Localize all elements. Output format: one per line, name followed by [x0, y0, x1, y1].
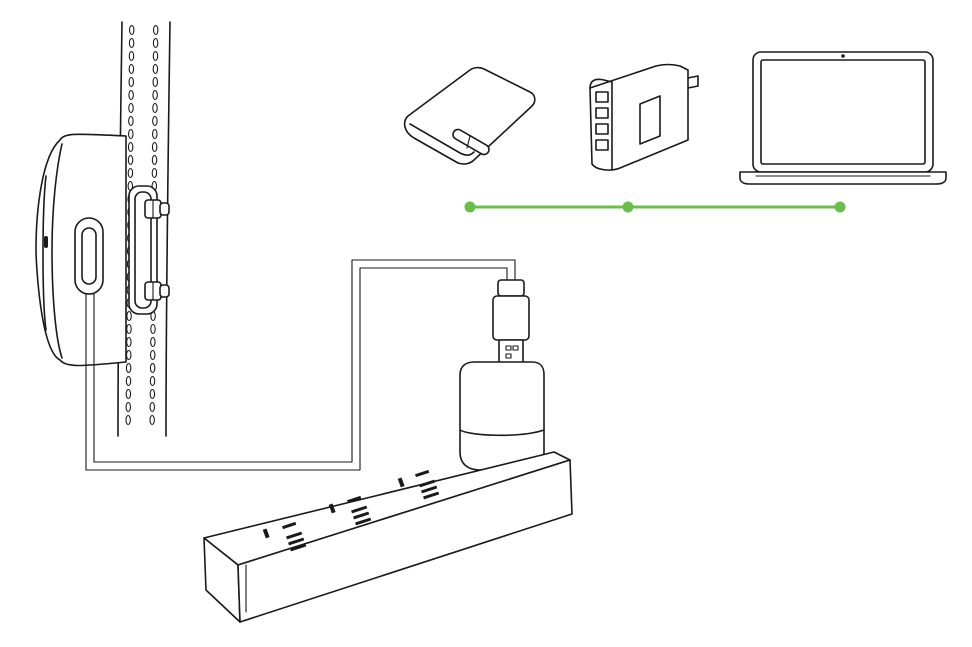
strap-stitch: [127, 141, 134, 153]
strap-stitch: [125, 362, 132, 374]
power-strip-icon: [203, 451, 573, 623]
strap-stitch: [149, 362, 156, 374]
strap-stitch: [150, 336, 156, 348]
strap-stitch: [126, 310, 132, 322]
strap-stitch: [152, 102, 158, 114]
strap-stitch: [128, 37, 135, 49]
connector-node: [622, 201, 634, 213]
strap-stitch: [150, 323, 156, 335]
strap-stitch: [125, 349, 132, 361]
strap-stitch: [125, 414, 131, 426]
alternatives-connector: [464, 201, 846, 213]
strap-stitch: [126, 336, 132, 348]
strap-stitch: [127, 167, 134, 179]
strap-stitch: [126, 323, 132, 335]
connector-node: [464, 201, 476, 213]
charging-cable: [85, 259, 516, 471]
strap-stitch: [149, 388, 156, 400]
usb-multi-port-wall-adapter-icon: [589, 63, 699, 171]
strap-stitch: [128, 24, 135, 36]
strap-stitch: [125, 388, 132, 400]
strap-stitch: [152, 115, 158, 127]
laptop-icon: [739, 51, 947, 185]
connector-node: [834, 201, 846, 213]
strap-stitch: [127, 154, 134, 166]
strap-stitch: [149, 375, 156, 387]
strap-stitch: [149, 414, 155, 426]
wearable-device-on-strap-icon: [35, 133, 170, 367]
strap-stitch: [152, 37, 159, 49]
strap-stitch: [128, 115, 134, 127]
strap-stitch: [128, 50, 135, 62]
strap-stitch: [125, 375, 132, 387]
strap-stitch: [152, 89, 158, 101]
strap-stitch: [125, 401, 132, 413]
strap-stitch: [128, 102, 134, 114]
strap-stitch: [151, 154, 158, 166]
strap-stitch: [152, 63, 159, 75]
socket-1: [262, 521, 307, 552]
strap-stitch: [149, 349, 156, 361]
strap-stitch: [152, 24, 159, 36]
strap-stitch: [149, 401, 156, 413]
socket-3: [397, 469, 440, 500]
usb-wall-adapter-icon: [459, 361, 545, 471]
strap-stitch: [128, 89, 134, 101]
strap-stitch: [152, 50, 159, 62]
strap-stitch: [151, 141, 158, 153]
socket-2: [328, 495, 372, 526]
strap-stitch: [128, 128, 134, 140]
strap-stitch: [151, 167, 158, 179]
power-bank-icon: [403, 66, 536, 165]
strap-stitch: [152, 128, 158, 140]
strap-stitch: [128, 76, 134, 88]
strap-stitch: [128, 63, 135, 75]
usb-plug-icon: [492, 279, 530, 375]
strap-stitch: [152, 76, 158, 88]
